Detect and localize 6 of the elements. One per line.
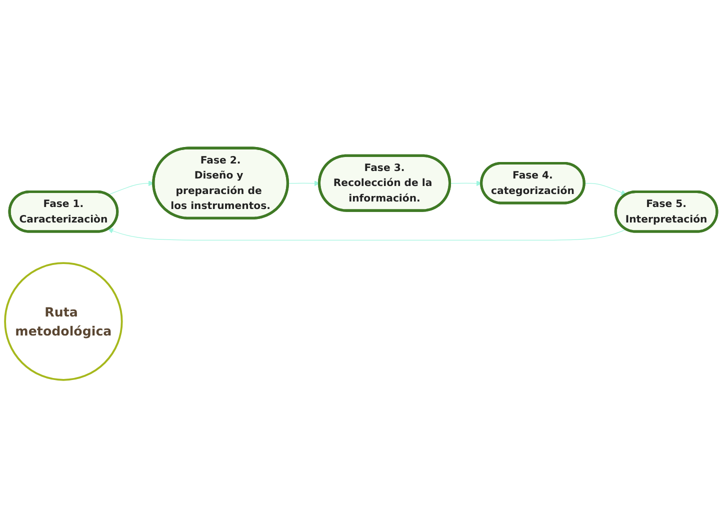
arrow [288, 180, 320, 186]
arrow [108, 180, 154, 195]
arrow [450, 180, 482, 186]
arrow [108, 228, 626, 240]
arrow [584, 182, 626, 195]
node-circle: Ruta metodológica [4, 262, 123, 380]
